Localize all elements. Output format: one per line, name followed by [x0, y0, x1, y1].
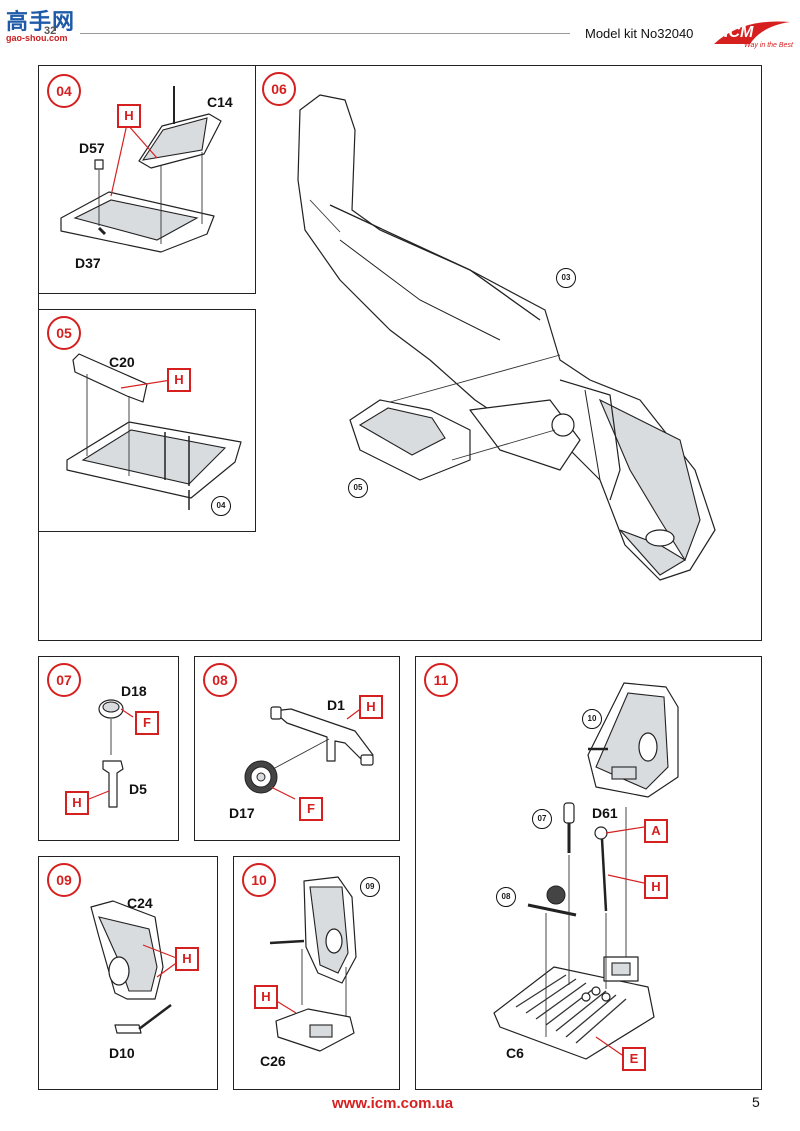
step-07-drawing [88, 699, 134, 808]
ref-step-03: 03 [556, 268, 576, 288]
step-09-badge: 09 [47, 863, 81, 897]
icm-logo-tagline: Way in the Best [744, 42, 793, 49]
part-d57-label: D57 [79, 140, 105, 156]
ref-step-10: 10 [582, 709, 602, 729]
kit-title: Model kit No32040 [585, 26, 694, 41]
step-11-drawing [493, 682, 679, 1060]
ref-step-09: 09 [360, 877, 380, 897]
step-07-panel: 07 D18 D5 F H [38, 656, 179, 841]
step-05-panel: 05 C20 H 04 [38, 309, 256, 532]
part-d57-shape [94, 159, 104, 170]
part-c6-shape [493, 966, 655, 1060]
paint-a-marker: A [644, 819, 668, 843]
paint-h-marker: H [254, 985, 278, 1009]
part-c24-label: C24 [127, 895, 153, 911]
step-05-drawing [66, 353, 242, 510]
paint-h-marker: H [644, 875, 668, 899]
part-d5-label: D5 [129, 781, 147, 797]
step-08-panel: 08 D1 D17 H F [194, 656, 400, 841]
icm-logo-shape [714, 21, 790, 44]
ref-step-07: 07 [532, 809, 552, 829]
part-d18-label: D18 [121, 683, 147, 699]
paint-f-marker: F [299, 797, 323, 821]
step-08-drawing [244, 706, 374, 800]
part-c20-label: C20 [109, 354, 135, 370]
ref-step-08: 08 [496, 887, 516, 907]
part-d1-shape [272, 708, 374, 764]
part-d10-shape [114, 1024, 142, 1034]
part-c26-label: C26 [260, 1053, 286, 1069]
paint-h-marker: H [167, 368, 191, 392]
watermark-logo-text: 高手网 [6, 9, 76, 34]
footer-url[interactable]: www.icm.com.ua [332, 1095, 454, 1112]
part-c6-label: C6 [506, 1045, 524, 1061]
paint-h-marker: H [175, 947, 199, 971]
step-04-panel: 04 C14 D57 D37 H [38, 65, 256, 294]
step-10-drawing [269, 876, 357, 1052]
part-c20-shape [72, 353, 148, 403]
step-11-badge: 11 [424, 663, 458, 697]
part-d17-shape [244, 760, 278, 794]
watermark-url: gao-shou.com [6, 33, 68, 43]
step-06-badge: 06 [262, 72, 296, 106]
ref-step-04: 04 [211, 496, 231, 516]
part-d10-label: D10 [109, 1045, 135, 1061]
paint-h-marker: H [65, 791, 89, 815]
part-d61-label: D61 [592, 805, 618, 821]
header: 高手网 gao-shou.com 32 Model kit No32040 IC… [0, 0, 800, 49]
step-10-panel: 10 C26 H 09 [233, 856, 400, 1090]
step-07-badge: 07 [47, 663, 81, 697]
step-04-drawing [60, 86, 222, 253]
step-09-panel: 09 C24 D10 H [38, 856, 218, 1090]
step-04-badge: 04 [47, 74, 81, 108]
ref-step-05: 05 [348, 478, 368, 498]
step-10-badge: 10 [242, 863, 276, 897]
header-rule [80, 33, 570, 34]
icm-logo-text: ICM [724, 24, 754, 41]
step-11-panel: 11 D61 C6 A H E 10 0 [415, 656, 762, 1090]
part-d5-shape [102, 760, 124, 808]
part-d37-label: D37 [75, 255, 101, 271]
page-number: 5 [752, 1094, 760, 1110]
paint-f-marker: F [135, 711, 159, 735]
icm-logo: ICM Way in the Best [712, 16, 793, 52]
watermark-sub: 32 [44, 25, 57, 37]
watermark-logo: 高手网 gao-shou.com [6, 4, 75, 43]
paint-h-marker: H [117, 104, 141, 128]
part-d1-label: D1 [327, 697, 345, 713]
step-08-badge: 08 [203, 663, 237, 697]
part-d17-label: D17 [229, 805, 255, 821]
paint-e-marker: E [622, 1047, 646, 1071]
step-05-badge: 05 [47, 316, 81, 350]
paint-h-marker: H [359, 695, 383, 719]
part-c14-label: C14 [207, 94, 233, 110]
